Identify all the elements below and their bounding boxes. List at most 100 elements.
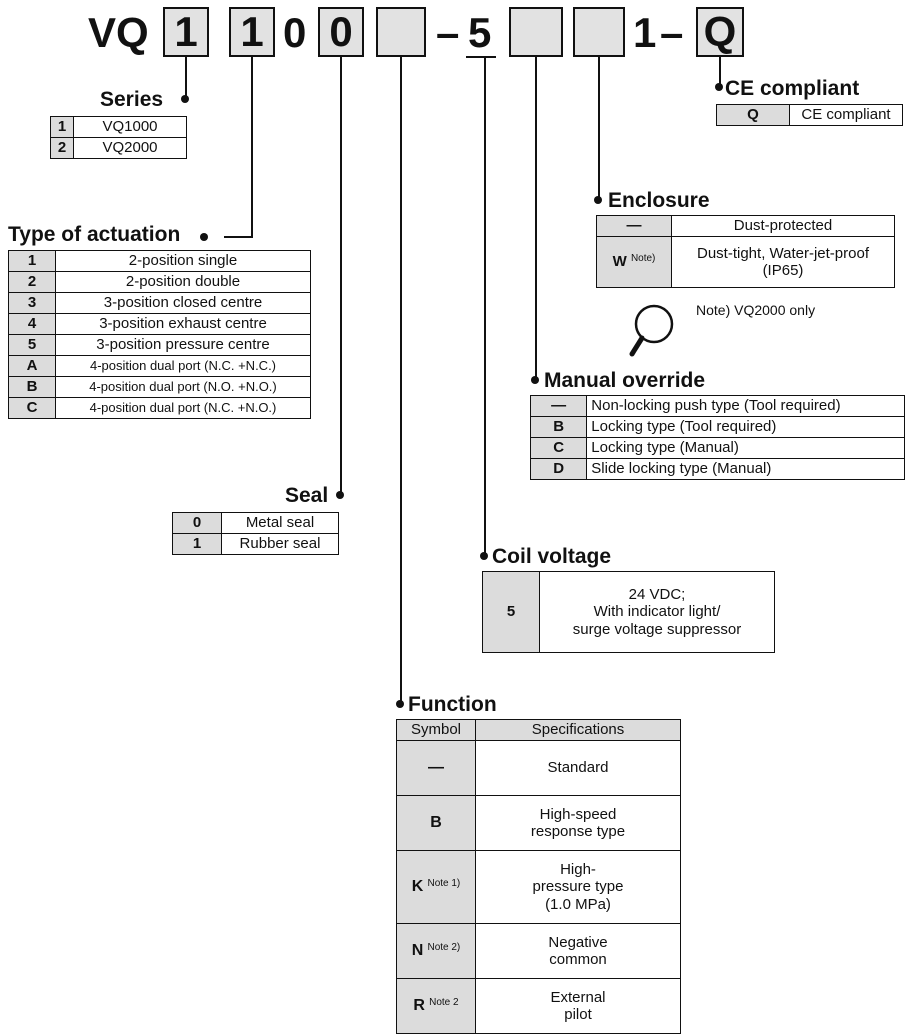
coil-line-3: surge voltage suppressor	[572, 620, 742, 638]
function-code-cell: R Note 2	[396, 978, 476, 1034]
coil-table: 5 24 VDC; With indicator light/ surge vo…	[482, 571, 775, 653]
function-spec-line: common	[549, 951, 607, 968]
actuation-code: 1	[8, 250, 56, 272]
table-row: Q CE compliant	[716, 104, 903, 126]
function-head-spec: Specifications	[475, 719, 681, 741]
seal-title: Seal	[285, 484, 329, 507]
enclosure-connector	[598, 57, 600, 198]
function-title: Function	[408, 693, 497, 716]
actuation-code: 2	[8, 271, 56, 293]
function-connector	[400, 57, 402, 704]
manual-table: —Non-locking push type (Tool required) B…	[529, 395, 905, 480]
enclosure-footnote: Note) VQ2000 only	[696, 302, 816, 318]
series-code: 2	[50, 137, 74, 159]
actuation-connector-v	[251, 57, 253, 237]
series-dot	[181, 95, 189, 103]
series-desc: VQ2000	[73, 137, 187, 159]
table-row: W Note) Dust-tight, Water-jet-proof (IP6…	[596, 236, 895, 288]
actuation-desc: 2-position single	[55, 250, 311, 272]
enclosure-code: W	[612, 253, 627, 271]
code-box-function	[376, 7, 426, 57]
table-row: K Note 1) High- pressure type (1.0 MPa)	[396, 850, 681, 924]
actuation-desc: 3-position closed centre	[55, 292, 311, 314]
code-dash-1: –	[436, 9, 460, 56]
enclosure-desc: Dust-protected	[671, 215, 895, 237]
function-table: Symbol Specifications — Standard B High-…	[396, 719, 681, 1034]
actuation-desc: 4-position dual port (N.C. +N.O.)	[55, 397, 311, 419]
function-code-cell: B	[396, 795, 476, 851]
code-box-manual	[509, 7, 563, 57]
function-spec-line: High-speed	[539, 805, 617, 823]
seal-dot	[336, 491, 344, 499]
actuation-code: 4	[8, 313, 56, 335]
actuation-title: Type of actuation	[8, 223, 181, 246]
function-dot	[396, 700, 404, 708]
actuation-code: 3	[8, 292, 56, 314]
seal-code: 0	[172, 512, 222, 534]
function-spec: External pilot	[475, 978, 681, 1034]
table-row: Symbol Specifications	[396, 719, 681, 741]
manual-code: D	[529, 458, 588, 480]
function-note: Note 2	[429, 996, 459, 1008]
function-spec-line: (1.0 MPa)	[545, 895, 611, 913]
magnifier-icon	[629, 304, 674, 357]
series-desc: VQ1000	[73, 116, 187, 138]
code-box-series: 1	[163, 7, 209, 57]
series-table: 1 VQ1000 2 VQ2000	[50, 116, 187, 159]
function-spec-line: pilot	[564, 1006, 592, 1023]
actuation-code: A	[8, 355, 56, 377]
manual-desc: Locking type (Tool required)	[586, 416, 905, 438]
function-spec-line: High-	[560, 861, 596, 879]
function-code-cell: —	[396, 740, 476, 796]
function-code: —	[428, 758, 444, 776]
enclosure-desc: Dust-tight, Water-jet-proof (IP65)	[671, 236, 895, 288]
seal-connector	[340, 57, 342, 495]
function-spec-line: External	[550, 988, 606, 1006]
coil-line-2: With indicator light/	[593, 603, 721, 621]
actuation-dot	[200, 233, 208, 241]
coil-dot	[480, 552, 488, 560]
function-spec-line: Standard	[547, 759, 609, 777]
table-row: N Note 2) Negative common	[396, 923, 681, 979]
table-row: R Note 2 External pilot	[396, 978, 681, 1034]
enclosure-note: Note)	[630, 253, 656, 265]
function-head-symbol: Symbol	[396, 719, 476, 741]
function-spec: Negative common	[475, 923, 681, 979]
enclosure-title: Enclosure	[608, 189, 710, 212]
actuation-connector-h	[224, 236, 253, 238]
code-box-ce: Q	[696, 7, 744, 57]
table-row: B High-speed response type	[396, 795, 681, 851]
actuation-desc: 4-position dual port (N.C. +N.C.)	[55, 355, 311, 377]
seal-desc: Rubber seal	[221, 533, 339, 555]
seal-desc: Metal seal	[221, 512, 339, 534]
enclosure-dot	[594, 196, 602, 204]
manual-code: C	[529, 437, 588, 459]
function-spec: Standard	[475, 740, 681, 796]
manual-code: B	[529, 416, 588, 438]
actuation-desc: 4-position dual port (N.O. +N.O.)	[55, 376, 311, 398]
actuation-desc: 3-position pressure centre	[55, 334, 311, 356]
function-code-cell: K Note 1)	[396, 850, 476, 924]
manual-desc: Slide locking type (Manual)	[586, 458, 905, 480]
manual-dot	[531, 376, 539, 384]
function-spec: High- pressure type (1.0 MPa)	[475, 850, 681, 924]
manual-connector	[535, 57, 537, 380]
table-row: —Non-locking push type (Tool required)	[529, 395, 905, 417]
function-spec: High-speed response type	[475, 795, 681, 851]
actuation-code: B	[8, 376, 56, 398]
function-spec-line: Negative	[548, 933, 608, 951]
code-fixed-five: 5	[468, 9, 492, 56]
coil-desc: 24 VDC; With indicator light/ surge volt…	[539, 571, 775, 653]
coil-code: 5	[482, 571, 540, 653]
coil-line-1: 24 VDC;	[628, 586, 686, 604]
function-note: Note 2)	[427, 941, 461, 953]
actuation-code: 5	[8, 334, 56, 356]
